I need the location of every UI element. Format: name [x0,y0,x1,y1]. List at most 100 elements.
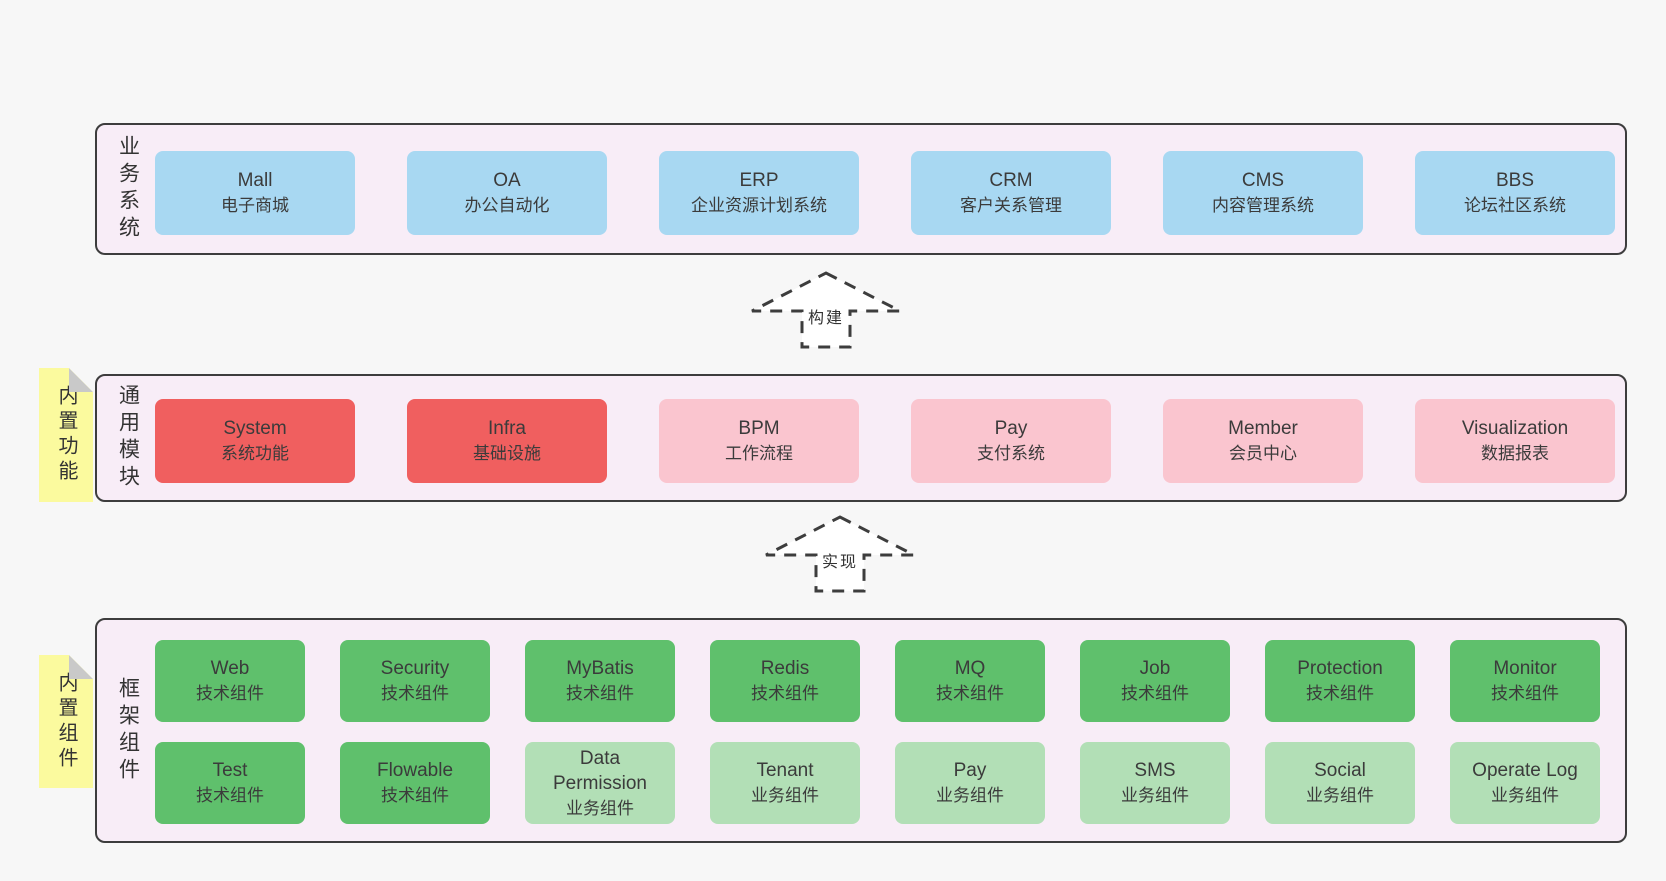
box-subtitle: 论坛社区系统 [1464,196,1566,215]
sticky-note-built-in-features: 内置功能 [39,368,93,502]
box-title: Job [1139,658,1171,679]
sticky-note-built-in-components: 内置组件 [39,655,93,788]
box-erp: ERP 企业资源计划系统 [659,151,859,235]
box-subtitle: 技术组件 [936,684,1004,703]
box-subtitle: 技术组件 [196,684,264,703]
box-subtitle: 基础设施 [473,444,541,463]
box-subtitle: 数据报表 [1481,444,1549,463]
box-title: Visualization [1461,418,1569,439]
sticky-note-label: 内置组件 [55,671,77,772]
box-subtitle: 技术组件 [381,786,449,805]
box-title: SMS [1134,760,1176,781]
box-subtitle: 系统功能 [221,444,289,463]
box-subtitle: 业务组件 [1491,786,1559,805]
box-title: BBS [1495,170,1535,191]
common-modules-band: 通用模块 System 系统功能 Infra 基础设施 BPM 工作流程 Pay… [95,374,1627,502]
box-subtitle: 技术组件 [1306,684,1374,703]
box-title: MyBatis [566,658,634,679]
box-subtitle: 电子商城 [221,196,289,215]
box-subtitle: 支付系统 [977,444,1045,463]
box-subtitle: 业务组件 [1306,786,1374,805]
box-title: MQ [954,658,986,679]
box-subtitle: 技术组件 [1491,684,1559,703]
box-security: Security 技术组件 [340,640,490,722]
box-subtitle: 会员中心 [1229,444,1297,463]
box-member: Member 会员中心 [1163,399,1363,483]
up-arrow-build: 构建 [746,270,906,350]
box-sms: SMS 业务组件 [1080,742,1230,824]
box-test: Test 技术组件 [155,742,305,824]
box-bpm: BPM 工作流程 [659,399,859,483]
box-data-permission: Data Permission 业务组件 [525,742,675,824]
box-pay-component: Pay 业务组件 [895,742,1045,824]
box-title: Security [380,658,450,679]
box-title: Test [212,760,248,781]
box-title: BPM [738,418,780,439]
box-title: Data Permission [553,747,647,794]
box-title: System [223,418,287,439]
box-title: CMS [1241,170,1285,191]
box-subtitle: 内容管理系统 [1212,196,1314,215]
box-tenant: Tenant 业务组件 [710,742,860,824]
arrow-label-implement: 实现 [818,548,862,572]
box-job: Job 技术组件 [1080,640,1230,722]
box-mybatis: MyBatis 技术组件 [525,640,675,722]
box-subtitle: 业务组件 [566,798,634,818]
framework-components-band: 框架组件 Web 技术组件 Security 技术组件 MyBatis 技术组件… [95,618,1627,843]
box-visualization: Visualization 数据报表 [1415,399,1615,483]
box-title: Protection [1297,658,1383,679]
box-mall: Mall 电子商城 [155,151,355,235]
box-subtitle: 技术组件 [566,684,634,703]
box-protection: Protection 技术组件 [1265,640,1415,722]
box-title: Monitor [1493,658,1557,679]
box-subtitle: 技术组件 [1121,684,1189,703]
up-arrow-implement: 实现 [760,514,920,594]
band-label-modules: 通用模块 [116,384,140,492]
sticky-note-label: 内置功能 [55,385,77,485]
box-bbs: BBS 论坛社区系统 [1415,151,1615,235]
box-title: Operate Log [1472,760,1578,781]
box-title: CRM [989,170,1033,191]
box-social: Social 业务组件 [1265,742,1415,824]
box-title: Social [1314,760,1366,781]
box-title: ERP [739,170,779,191]
box-redis: Redis 技术组件 [710,640,860,722]
box-title: Web [210,658,250,679]
box-web: Web 技术组件 [155,640,305,722]
box-title: OA [493,170,521,191]
box-subtitle: 技术组件 [751,684,819,703]
box-subtitle: 技术组件 [381,684,449,703]
box-system: System 系统功能 [155,399,355,483]
box-subtitle: 客户关系管理 [960,196,1062,215]
box-flowable: Flowable 技术组件 [340,742,490,824]
box-title: Pay [953,760,987,781]
folded-corner-icon [69,368,93,392]
box-mq: MQ 技术组件 [895,640,1045,722]
box-title: Redis [760,658,810,679]
box-operate-log: Operate Log 业务组件 [1450,742,1600,824]
box-subtitle: 业务组件 [1121,786,1189,805]
box-pay-module: Pay 支付系统 [911,399,1111,483]
box-title: Member [1228,418,1298,439]
box-cms: CMS 内容管理系统 [1163,151,1363,235]
box-title: Tenant [756,760,814,781]
box-title: Flowable [376,760,454,781]
box-subtitle: 技术组件 [196,786,264,805]
box-title: Infra [487,418,527,439]
folded-corner-icon [69,655,93,679]
box-monitor: Monitor 技术组件 [1450,640,1600,722]
box-subtitle: 办公自动化 [464,196,550,215]
box-subtitle: 业务组件 [751,786,819,805]
business-systems-band: 业务系统 Mall 电子商城 OA 办公自动化 ERP 企业资源计划系统 CRM… [95,123,1627,255]
box-title: Mall [237,170,273,191]
box-oa: OA 办公自动化 [407,151,607,235]
arrow-label-build: 构建 [804,304,848,328]
box-title: Pay [994,418,1028,439]
band-label-components: 框架组件 [116,676,140,785]
box-subtitle: 企业资源计划系统 [691,196,827,215]
box-subtitle: 业务组件 [936,786,1004,805]
box-crm: CRM 客户关系管理 [911,151,1111,235]
box-subtitle: 工作流程 [725,444,793,463]
band-label-business: 业务系统 [116,135,140,243]
